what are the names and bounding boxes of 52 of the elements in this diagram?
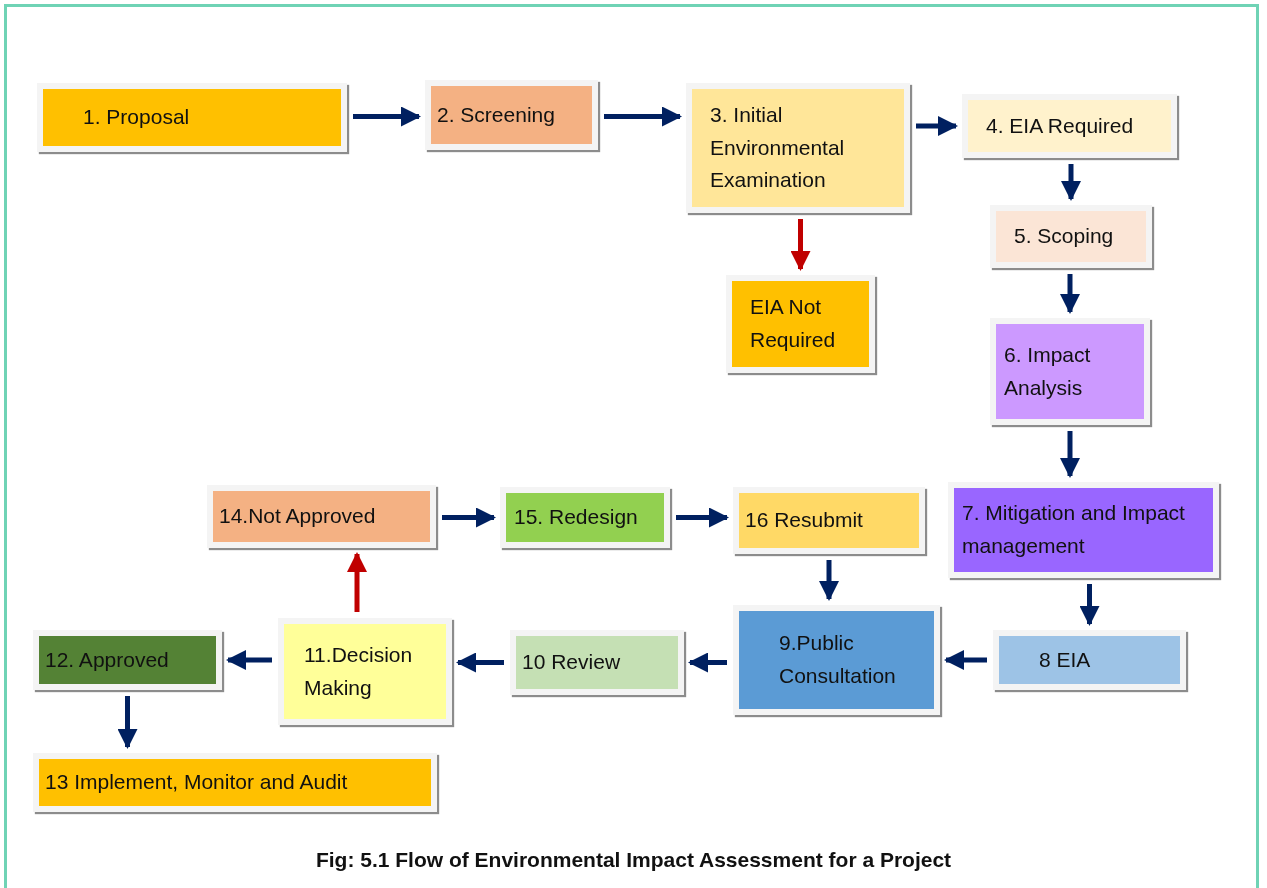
process-box [733,605,940,715]
arrow [347,552,367,612]
box-label: 6. Impact Analysis [1004,341,1092,401]
arrow [456,652,504,673]
box-label: 4. EIA Required [986,112,1134,139]
box-label: 16 Resubmit [745,507,863,534]
process-box [686,83,910,213]
arrow [604,106,682,127]
box-label: 9.Public Consultation [779,630,897,689]
process-box [500,487,670,548]
box-label: 7. Mitigation and Impact management [962,500,1186,559]
arrow [916,116,958,136]
arrow [226,650,272,670]
process-box [510,630,684,695]
arrow [442,507,496,528]
arrow [1060,431,1080,478]
arrow [353,106,421,127]
arrow [1060,274,1080,314]
process-box [726,275,875,373]
box-label: 1. Proposal [83,104,190,131]
box-label: 12. Approved [45,646,169,673]
arrow [790,219,811,271]
box-label: 8 EIA [1039,646,1091,673]
process-box [37,83,347,152]
figure-caption: Fig: 5.1 Flow of Environmental Impact Assessment for a Project [315,848,952,871]
box-label: 11.Decision Making [304,641,414,701]
process-box [990,205,1152,268]
process-box [33,630,222,690]
arrow [1079,584,1100,626]
arrow [819,560,839,601]
arrow [1061,164,1081,201]
box-label: 2. Screening [437,101,555,128]
box-label: 10 Review [522,649,621,676]
arrow [117,696,138,749]
process-box [425,80,598,150]
arrow [688,652,727,673]
box-label: 15. Redesign [514,504,638,531]
box-label: 3. Initial Environmental Examination [710,102,846,194]
box-label: EIA Not Required [750,294,837,353]
process-box [33,753,437,812]
arrow [676,507,729,528]
box-label: 14.Not Approved [219,503,376,530]
box-label: 5. Scoping [1014,223,1114,250]
arrow [944,650,987,670]
process-box [278,618,452,725]
process-box [948,482,1219,578]
process-box [993,630,1186,690]
box-label: 13 Implement, Monitor and Audit [45,769,348,796]
process-box [990,318,1150,425]
process-box [733,487,925,554]
process-box [207,485,436,548]
process-box [962,94,1177,158]
